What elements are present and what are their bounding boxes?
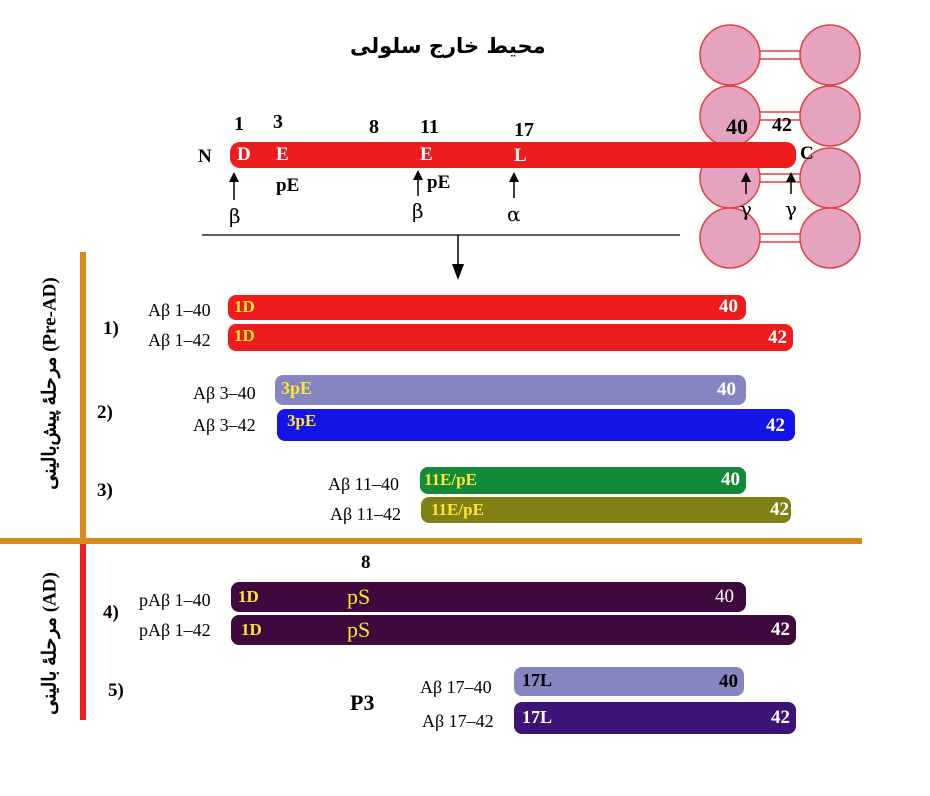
peptide-label: Aβ 11–40 xyxy=(328,474,399,494)
peptide-bar-abeta-3-40: 3pE 40 xyxy=(275,375,746,405)
residue-e3: E xyxy=(276,144,289,165)
phospho-position-8: 8 xyxy=(361,552,371,573)
peptide-label: Aβ 3–40 xyxy=(193,383,256,403)
preclinical-phase-label: مرحلهٔ پیش‌بالینی (Pre-AD) xyxy=(39,277,61,490)
peptide-label: pAβ 1–42 xyxy=(139,620,211,640)
group-number-2: 2) xyxy=(97,402,113,423)
lipid-pair xyxy=(699,85,861,147)
peptide-bar-abeta-11-40: 11E/pE 40 xyxy=(420,467,746,494)
start-residue-label: 3pE xyxy=(287,411,317,430)
peptide-bar-abeta-11-42: 11E/pE 42 xyxy=(421,497,791,523)
peptide-bar-abeta-1-42: 1D 42 xyxy=(228,324,793,351)
lipid-pair xyxy=(699,24,861,86)
phosphoserine-label: pS xyxy=(347,617,371,642)
extracellular-title: محیط خارج سلولی xyxy=(350,34,546,58)
alpha-arrow xyxy=(509,172,519,198)
pyroglutamate-label-3: pE xyxy=(276,175,300,196)
end-residue-label: 40 xyxy=(719,296,738,317)
preclinical-phase-line xyxy=(80,252,86,540)
pyroglutamate-label-11: pE xyxy=(427,172,451,193)
start-residue-label: 1D xyxy=(241,620,262,639)
phosphoserine-label: pS xyxy=(347,584,371,609)
peptide-label: Aβ 11–42 xyxy=(330,504,401,524)
end-residue-label: 40 xyxy=(715,586,734,607)
end-residue-label: 42 xyxy=(768,327,787,348)
beta-label-1: β xyxy=(229,204,241,228)
gamma-label-40: γ xyxy=(740,197,752,221)
start-residue-label: 17L xyxy=(522,670,553,690)
p3-label: P3 xyxy=(350,690,375,715)
down-arrow xyxy=(202,234,680,280)
position-42: 42 xyxy=(772,114,792,136)
peptide-label: Aβ 17–40 xyxy=(420,677,492,697)
c-terminal-label: C xyxy=(800,143,814,164)
beta-label-11: β xyxy=(412,199,424,223)
start-residue-label: 3pE xyxy=(281,378,313,398)
beta-arrow-1 xyxy=(229,172,239,200)
start-residue-label: 1D xyxy=(238,587,259,606)
peptide-label: Aβ 1–42 xyxy=(148,330,211,350)
start-residue-label: 1D xyxy=(234,326,255,345)
group-number-4: 4) xyxy=(103,602,119,623)
residue-e11: E xyxy=(420,144,433,165)
position-11: 11 xyxy=(420,116,439,138)
peptide-bar-pabeta-1-40: 1D pS 40 xyxy=(231,582,746,612)
clinical-phase-label: مرحلهٔ بالینی (AD) xyxy=(39,572,61,715)
membrane-graphic xyxy=(699,24,861,269)
peptide-bar-pabeta-1-42: 1D pS 42 xyxy=(231,615,796,645)
clinical-phase-line xyxy=(80,544,86,720)
position-40: 40 xyxy=(726,114,748,139)
position-8: 8 xyxy=(369,116,379,138)
peptide-label: pAβ 1–40 xyxy=(139,590,211,610)
phase-divider-line xyxy=(0,538,862,544)
peptide-bar-abeta-17-42: 17L 42 xyxy=(514,702,796,734)
position-3: 3 xyxy=(273,111,283,133)
group-number-5: 5) xyxy=(108,680,124,701)
start-residue-label: 1D xyxy=(234,297,255,316)
alpha-label: α xyxy=(507,202,521,226)
position-17: 17 xyxy=(514,119,534,141)
end-residue-label: 40 xyxy=(721,469,740,490)
cleavage-arrows xyxy=(202,170,796,280)
end-residue-label: 42 xyxy=(770,499,789,520)
group-number-3: 3) xyxy=(97,480,113,501)
gamma-arrow-42 xyxy=(786,172,796,194)
end-residue-label: 42 xyxy=(766,415,785,436)
start-residue-label: 11E/pE xyxy=(431,500,484,519)
peptide-bar-abeta-17-40: 17L 40 xyxy=(514,667,744,696)
beta-arrow-11 xyxy=(413,170,423,196)
residue-l17: L xyxy=(514,145,527,166)
gamma-arrow-40 xyxy=(741,172,751,194)
start-residue-label: 17L xyxy=(522,707,553,727)
residue-d1: D xyxy=(237,144,251,165)
n-terminal-label: N xyxy=(198,146,212,167)
peptide-bar-abeta-1-40: 1D 40 xyxy=(228,295,746,320)
start-residue-label: 11E/pE xyxy=(424,470,477,489)
peptide-label: Aβ 1–40 xyxy=(148,300,211,320)
app-bar xyxy=(230,142,796,168)
gamma-label-42: γ xyxy=(785,197,797,221)
position-1: 1 xyxy=(234,113,244,135)
end-residue-label: 42 xyxy=(771,707,790,728)
peptide-bar-abeta-3-42: 3pE 42 xyxy=(277,409,795,441)
peptide-label: Aβ 3–42 xyxy=(193,415,256,435)
end-residue-label: 40 xyxy=(719,671,738,692)
group-number-1: 1) xyxy=(103,318,119,339)
lipid-pair xyxy=(699,207,861,269)
end-residue-label: 40 xyxy=(717,379,736,400)
peptide-label: Aβ 17–42 xyxy=(422,711,494,731)
end-residue-label: 42 xyxy=(771,619,790,640)
